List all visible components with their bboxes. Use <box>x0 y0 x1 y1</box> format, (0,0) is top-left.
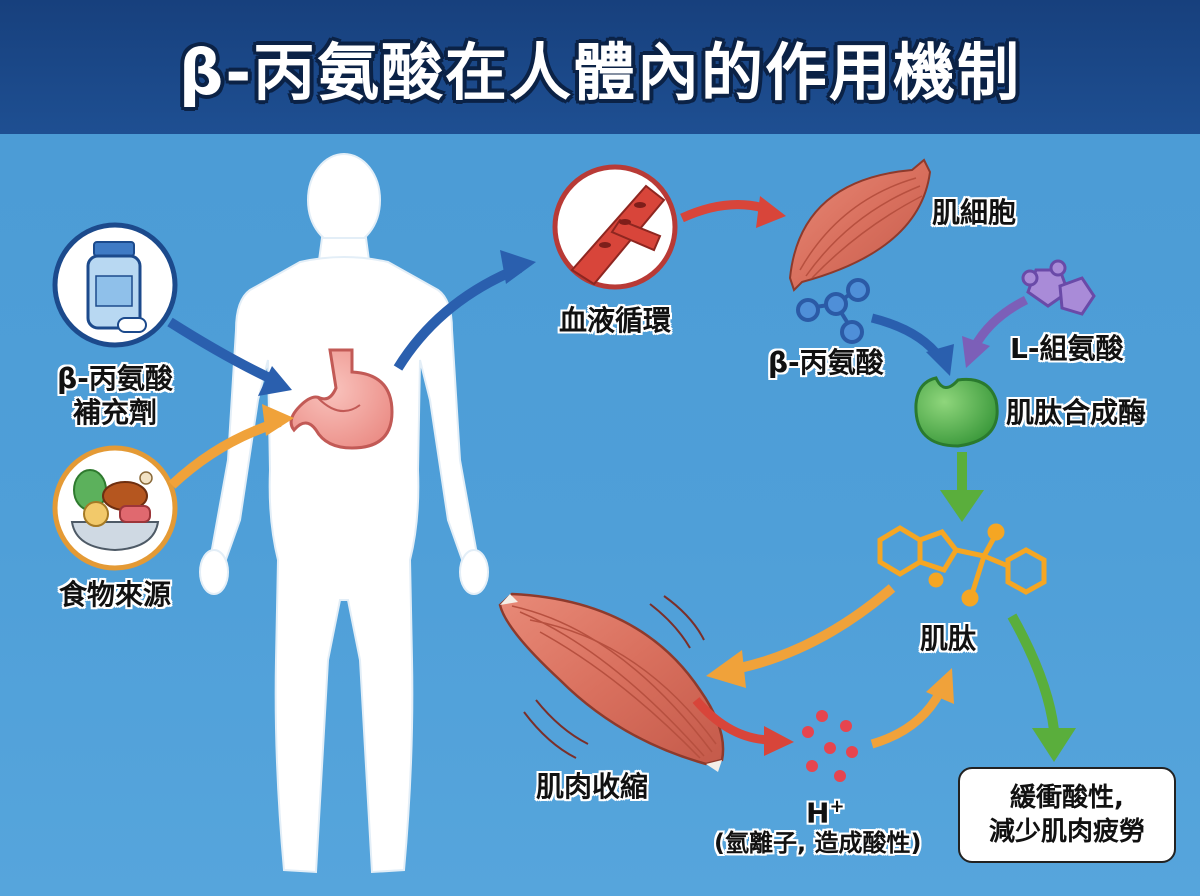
food-label: 食物來源 <box>58 578 171 611</box>
arrowhead-hydrogen <box>764 726 794 756</box>
hydrogen-ion-label: H+ <box>806 790 845 830</box>
histidine-molecule-icon <box>1021 259 1096 316</box>
enzyme-label: 肌肽合成酶 <box>1006 396 1147 429</box>
human-body-silhouette <box>199 153 489 874</box>
result-line1: 緩衝酸性, <box>1010 783 1124 813</box>
arrowhead-blood <box>500 250 536 284</box>
carnosine-molecule-icon <box>877 523 1047 607</box>
supplement-label: β-丙氨酸 補充劑 <box>40 362 190 430</box>
arrow-carnosine-to-result <box>1007 613 1059 731</box>
beta-alanine-molecule-icon <box>796 278 870 344</box>
result-box: 緩衝酸性, 減少肌肉疲勞 <box>958 767 1176 863</box>
carnosine-label: 肌肽 <box>920 622 977 655</box>
arrow-carnosine-to-contraction <box>738 584 896 673</box>
supplement-label-line1: β-丙氨酸 <box>57 362 173 395</box>
arrowhead-enzyme-purple <box>962 336 990 368</box>
arrowhead-food <box>262 404 294 436</box>
hydrogen-symbol: H <box>806 796 830 830</box>
supplement-bottle-icon <box>52 222 178 348</box>
blood-vessel-icon <box>552 164 678 290</box>
page-title: β-丙氨酸在人體內的作用機制 <box>178 36 1022 109</box>
muscle-contraction-label: 肌肉收縮 <box>536 770 649 803</box>
arrow-hydrogen-to-carnosine <box>870 689 944 749</box>
histidine-label: L-組氨酸 <box>1010 332 1124 365</box>
contracting-muscle-icon <box>498 592 725 772</box>
arrowhead-enzyme-blue <box>926 344 954 376</box>
arrowhead-supplement <box>258 366 292 396</box>
arrowhead-muscle-cell <box>756 196 786 228</box>
hydrogen-ions-icon <box>802 710 858 782</box>
food-plate-icon <box>52 445 178 571</box>
enzyme-icon <box>914 376 999 448</box>
stomach-icon <box>289 348 394 450</box>
muscle-cell-label: 肌細胞 <box>932 196 1017 229</box>
result-line2: 減少肌肉疲勞 <box>988 817 1145 847</box>
supplement-label-line2: 補充劑 <box>72 396 157 429</box>
muscle-cell-icon <box>788 158 932 292</box>
arrow-stomach-to-blood <box>393 263 522 371</box>
arrowhead-result <box>1032 728 1076 762</box>
arrow-contraction-to-hydrogen <box>692 697 773 745</box>
arrowhead-carnosine <box>940 490 984 522</box>
title-banner: β-丙氨酸在人體內的作用機制 <box>0 0 1200 134</box>
hydrogen-ion-description: (氫離子, 造成酸性) <box>714 829 922 857</box>
blood-circulation-label: 血液循環 <box>558 304 671 337</box>
arrowhead-carnosine-neutralize <box>926 668 954 704</box>
arrowhead-contraction <box>706 650 746 688</box>
hydrogen-charge: + <box>829 796 845 817</box>
beta-alanine-label: β-丙氨酸 <box>768 346 884 379</box>
arrow-blood-to-muscle-cell <box>680 200 772 223</box>
